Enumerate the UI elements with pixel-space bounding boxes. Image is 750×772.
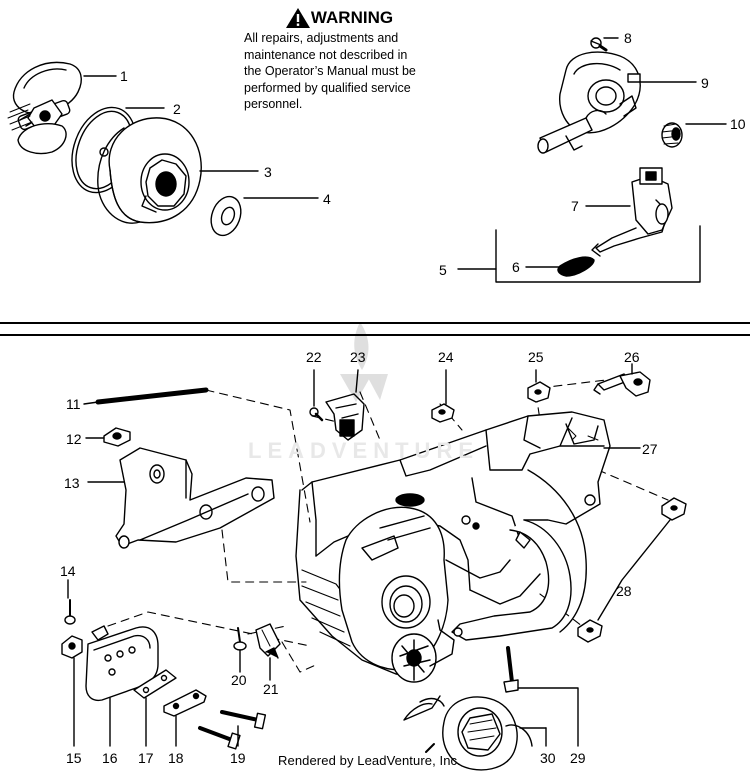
screw-part-22 [309,407,324,422]
callout-27: 27 [642,441,658,457]
callout-20: 20 [231,672,247,688]
nut-part-12 [103,427,131,447]
callout-24: 24 [438,349,454,365]
callout-28: 28 [616,583,632,599]
housing-part-27 [295,411,611,683]
callout-13: 13 [64,475,80,491]
callout-21: 21 [263,681,279,697]
warning-line-3: the Operator’s Manual must be [244,64,416,79]
clutch-shoe-part-1 [7,61,82,155]
callout-2: 2 [173,101,181,117]
callout-11: 11 [66,396,81,412]
adjuster-plate-part-18 [163,689,207,717]
warning-title: WARNING [310,8,394,27]
screw-part-14 [64,599,76,625]
callout-23: 23 [350,349,366,365]
nut-part-15 [61,625,109,659]
callout-17: 17 [138,750,154,766]
callout-14: 14 [60,563,76,579]
callout-8: 8 [624,30,632,46]
callout-19: 19 [230,750,246,766]
nut-part-25 [527,381,551,403]
rendered-by-footer: Rendered by LeadVenture, Inc. [278,753,461,768]
callout-6: 6 [512,259,520,275]
callout-25: 25 [528,349,544,365]
leader-28 [597,519,671,621]
callout-18: 18 [168,750,184,766]
oil-pump-part-9 [537,51,641,154]
bracket-part-5 [495,225,701,283]
callout-7: 7 [571,198,579,214]
filter-part-6 [557,256,595,277]
callout-30: 30 [540,750,556,766]
warning-text: All repairs, adjustments and maintenance… [244,30,428,113]
warning-triangle-icon [286,8,310,28]
nut-part-28-b [577,619,603,643]
warning-block: WARNING All repairs, adjustments and mai… [244,8,428,113]
washer-part-4 [210,195,242,237]
screw-part-8 [590,37,608,52]
oil-line-part-7 [591,167,673,257]
bolt-part-29 [503,646,519,693]
leadventure-logo-mark [340,322,388,402]
leader-11 [83,401,99,405]
callout-3: 3 [264,164,272,180]
warning-line-2: maintenance not described in [244,47,408,62]
clutch-drum-part-3 [97,117,202,224]
guide-part-21 [255,623,281,659]
worm-gear-part-10 [661,122,683,148]
bracket-plate-part-13 [115,447,275,549]
callout-1: 1 [120,68,128,84]
callout-16: 16 [102,750,118,766]
nut-part-24 [431,403,455,423]
warning-line-1: All repairs, adjustments and [244,31,399,45]
callout-15: 15 [66,750,82,766]
callout-26: 26 [624,349,640,365]
callout-5: 5 [439,262,447,278]
callout-29: 29 [570,750,586,766]
cap-part-30 [403,695,533,771]
callout-10: 10 [730,116,746,132]
nut-part-28-a [661,497,687,521]
bracket-part-23 [325,393,365,441]
rod-part-11 [95,387,209,405]
leader-29 [517,687,579,747]
watermark-text: LEADVENTURE [248,438,480,463]
plate-part-17 [133,669,177,699]
screw-part-20 [233,627,247,651]
callout-9: 9 [701,75,709,91]
warning-header: WARNING [244,8,428,28]
adjuster-screws-part-19 [198,710,267,750]
warning-line-4: performed by qualified service [244,80,411,95]
lever-part-26 [593,371,651,397]
callout-22: 22 [306,349,322,365]
callout-12: 12 [66,431,82,447]
leader-23 [355,369,359,393]
warning-line-5: personnel. [244,97,303,112]
callout-4: 4 [323,191,331,207]
